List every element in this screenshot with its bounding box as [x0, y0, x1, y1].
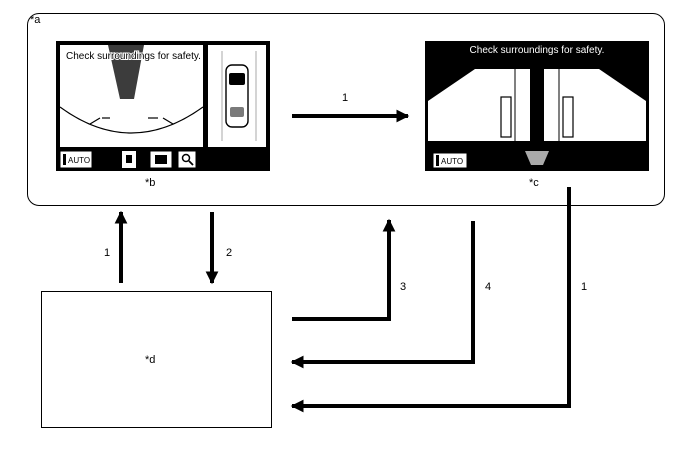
auto-button[interactable] [432, 152, 468, 169]
vehicle-rear-window [230, 107, 244, 117]
side-view-graphic: Check surroundings for safety. AUTO [428, 45, 646, 169]
screen-b-auto-label: AUTO [68, 156, 90, 165]
arrow-a-to-d-elbow-number: 4 [485, 281, 491, 293]
screen-group-frame [27, 13, 665, 206]
guide-arc [59, 106, 204, 134]
arrow-a-to-d-down-number: 2 [226, 247, 232, 259]
split-view-graphic: Check surroundings for safety. AUTO [59, 45, 266, 169]
arrow-c-to-d-elbow-number: 1 [581, 281, 587, 293]
screen-c-message: Check surroundings for safety. [470, 45, 605, 56]
label-d: *d [145, 354, 156, 366]
arrow-a-to-d-elbow [290, 221, 475, 369]
car-view-icon [155, 155, 167, 164]
auto-button-bar-icon [436, 155, 439, 166]
screen-side-view: Check surroundings for safety. AUTO [425, 41, 649, 171]
auto-button-bar-icon [63, 154, 66, 165]
wheel-right [562, 96, 574, 138]
auto-button[interactable] [59, 150, 93, 169]
screen-split-view: Check surroundings for safety. AUTO [56, 41, 270, 171]
guide-line-left [89, 117, 101, 125]
magnifier-icon [181, 153, 191, 163]
vehicle-marker [525, 151, 549, 165]
arrow-d-to-a-elbow [292, 218, 396, 321]
vehicle-windshield [229, 73, 245, 85]
magnifier-handle [188, 160, 194, 166]
arrow-c-to-d-elbow [290, 187, 571, 413]
label-c: *c [529, 177, 539, 189]
vehicle-body-strip [530, 61, 544, 153]
arrow-d-to-a-up-number: 1 [104, 247, 110, 259]
guide-line-right [162, 117, 174, 125]
wheel-left [500, 96, 512, 138]
arrow-d-to-a-elbow-number: 3 [400, 281, 406, 293]
box-d [41, 291, 272, 428]
blind-zone-shade [108, 45, 144, 99]
label-a: *a [30, 14, 41, 26]
camera-icon [126, 155, 132, 163]
label-b: *b [145, 177, 156, 189]
screen-b-message: Check surroundings for safety. [66, 51, 201, 62]
screen-c-auto-label: AUTO [441, 157, 463, 166]
arrow-b-to-c-number: 1 [342, 92, 348, 104]
